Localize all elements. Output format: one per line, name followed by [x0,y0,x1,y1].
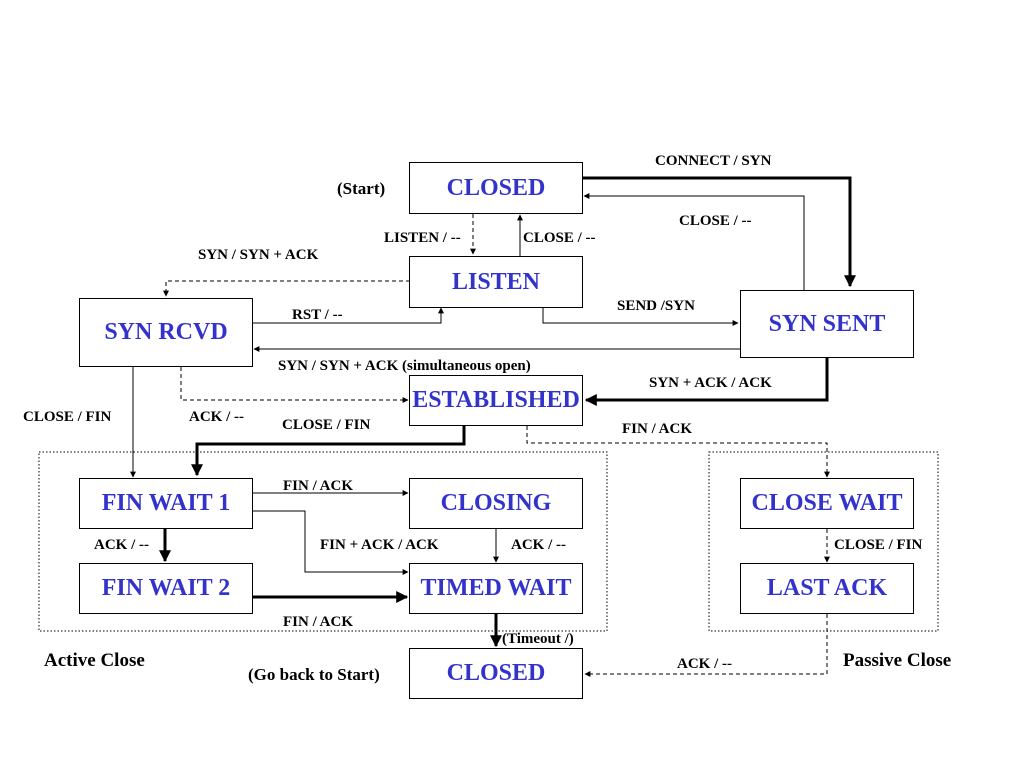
arrow-ack-established [180,367,409,403]
transition-synack-ack: SYN + ACK / ACK [649,375,772,391]
arrow-rst [252,307,444,324]
transition-timeout: (Timeout /) [502,631,574,647]
active-close-label: Active Close [44,650,145,671]
go-back-label: (Go back to Start) [248,665,380,684]
transition-close-fin-passive: CLOSE / FIN [834,537,923,553]
state-closed-end: CLOSED [409,648,583,699]
state-syn-sent: SYN SENT [740,290,914,358]
state-close-wait: CLOSE WAIT [740,478,914,529]
arrow-synack [584,358,829,406]
transition-ack-rcvd: ACK / -- [189,409,244,425]
arrow-synsent-close [583,193,805,290]
state-closing: CLOSING [409,478,583,529]
transition-ack-lastack: ACK / -- [677,656,732,672]
passive-close-label: Passive Close [843,650,952,671]
transition-fin-ack-closing: FIN / ACK [283,478,354,494]
transition-ack-fw1: ACK / -- [94,537,149,553]
state-last-ack: LAST ACK [740,563,914,614]
passive-close-group [708,451,939,632]
state-listen: LISTEN [409,256,583,308]
transition-listen: LISTEN / -- [384,230,461,246]
active-close-group [38,451,608,632]
arrow-connect [583,176,856,288]
transition-rst: RST / -- [292,307,343,323]
state-fin-wait-2: FIN WAIT 2 [79,563,253,614]
transition-ack-closing: ACK / -- [511,537,566,553]
transition-close-listen: CLOSE / -- [523,230,596,246]
transition-syn-synack: SYN / SYN + ACK [198,247,319,263]
arrow-fin-ack-passive [526,426,830,478]
arrow-syn-rcvd [163,280,410,297]
transition-close-synsent: CLOSE / -- [679,213,752,229]
transition-close-fin-est: CLOSE / FIN [282,417,371,433]
transition-simultaneous-open: SYN / SYN + ACK (simultaneous open) [278,358,531,374]
transition-connect-syn: CONNECT / SYN [655,153,772,169]
state-fin-wait-1: FIN WAIT 1 [79,478,253,529]
arrow-lastack-closed [584,614,828,677]
transition-fin-ack-fw2: FIN / ACK [283,614,354,630]
state-timed-wait: TIMED WAIT [409,563,583,614]
transition-send-syn: SEND /SYN [617,298,695,314]
arrow-fw1-timed [253,510,409,575]
transition-fin-ack-passive: FIN / ACK [622,421,693,437]
state-syn-rcvd: SYN RCVD [79,298,253,367]
arrow-send-syn [542,308,739,326]
state-established: ESTABLISHED [409,375,583,426]
start-label: (Start) [337,179,386,198]
transition-fin-plus-ack: FIN + ACK / ACK [320,537,439,553]
arrow-est-close-fin [191,426,466,477]
transition-close-fin-left: CLOSE / FIN [23,409,112,425]
state-closed: CLOSED [409,162,583,214]
